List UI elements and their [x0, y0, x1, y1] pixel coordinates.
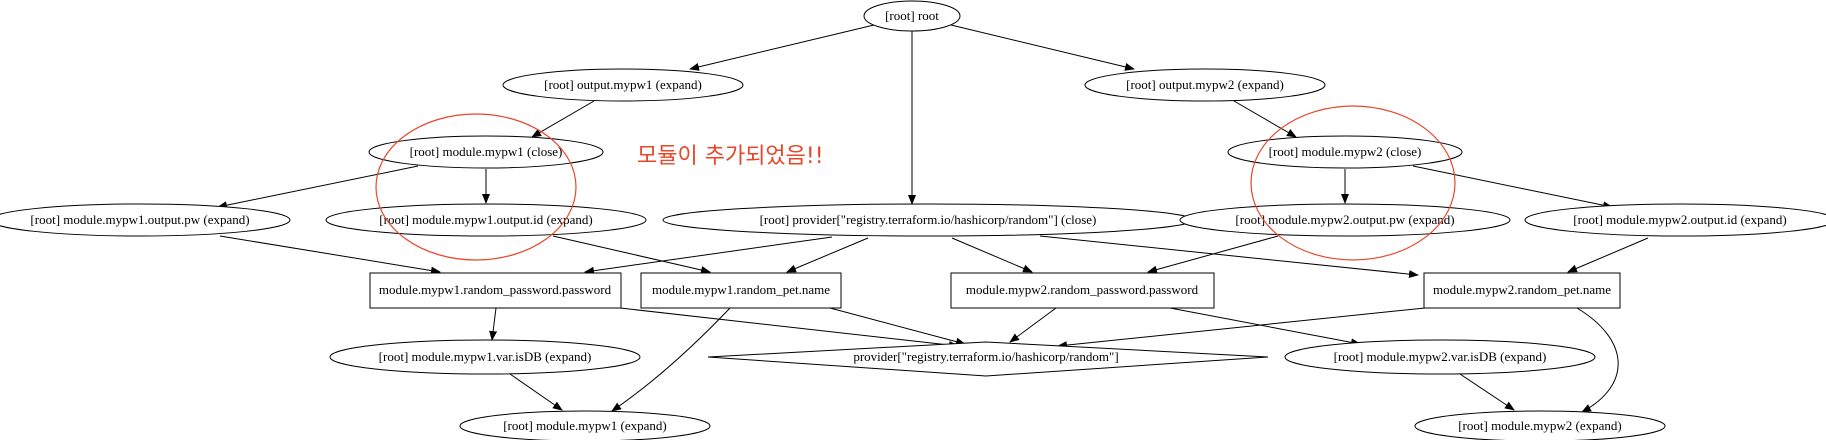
node-label: module.mypw2.random_password.password: [966, 282, 1199, 297]
node-mypw2-pet[interactable]: module.mypw2.random_pet.name: [1423, 272, 1621, 309]
node-mypw1-password[interactable]: module.mypw1.random_password.password: [369, 272, 622, 309]
node-module-mypw1-close[interactable]: [root] module.mypw1 (close): [368, 135, 604, 169]
edge-provider-close-mypw2-pet: [1039, 235, 1419, 279]
node-provider[interactable]: provider["registry.terraform.io/hashicor…: [707, 341, 1269, 377]
edge-mypw1-output-id-pet: [552, 235, 711, 274]
node-label: [root] module.mypw1.var.isDB (expand): [379, 349, 592, 364]
node-module-mypw1-expand[interactable]: [root] module.mypw1 (expand): [459, 410, 711, 440]
node-provider-close[interactable]: [root] provider["registry.terraform.io/h…: [662, 203, 1194, 237]
edge-mypw2-password-isdb: [1169, 307, 1361, 347]
edge-provider-close-mypw1-pet: [786, 237, 869, 273]
edge-mypw1-password-isdb: [489, 307, 498, 341]
edge-mypw2-pet-provider: [1057, 307, 1426, 350]
edge-provider-close-mypw2-password: [951, 237, 1033, 273]
edges: [217, 24, 1649, 413]
node-label: [root] module.mypw1 (expand): [503, 418, 667, 433]
edge-mypw2-pet-module-mypw2: [1576, 307, 1619, 413]
node-label: [root] module.mypw1.output.id (expand): [379, 212, 592, 227]
node-mypw2-output-pw[interactable]: [root] module.mypw2.output.pw (expand): [1179, 203, 1511, 237]
node-label: [root] root: [885, 8, 939, 23]
node-output-mypw1[interactable]: [root] output.mypw1 (expand): [502, 68, 744, 102]
edge-mypw2-isdb-module-mypw2: [1459, 373, 1515, 411]
highlight-annotations: 모듈이 추가되었음!!: [375, 105, 1456, 261]
edge-root-output-mypw1: [689, 24, 875, 71]
node-label: module.mypw1.random_password.password: [379, 282, 612, 297]
annotation-text: 모듈이 추가되었음!!: [637, 144, 824, 169]
edge-output-mypw2-module-mypw2: [1233, 100, 1297, 138]
node-label: [root] module.mypw1 (close): [410, 144, 563, 159]
edge-mypw1-isdb-module-mypw1: [509, 373, 563, 411]
node-mypw1-isdb[interactable]: [root] module.mypw1.var.isDB (expand): [329, 339, 641, 375]
node-label: [root] module.mypw2.var.isDB (expand): [1334, 349, 1547, 364]
highlight-circle-mypw2: [1250, 105, 1456, 261]
node-label: [root] module.mypw2.output.id (expand): [1573, 212, 1786, 227]
node-output-mypw2[interactable]: [root] output.mypw2 (expand): [1084, 68, 1326, 102]
edge-mypw1-pet-module-mypw1: [611, 307, 731, 412]
edge-mypw2-output-id-pet: [1567, 237, 1649, 273]
node-label: [root] module.mypw2.output.pw (expand): [1235, 212, 1454, 227]
edge-mypw1-output-pw-password: [219, 235, 441, 275]
node-label: module.mypw2.random_pet.name: [1433, 282, 1611, 297]
edge-mypw2-output-pw-password: [1147, 235, 1279, 274]
edge-output-mypw1-module-mypw1: [531, 100, 595, 138]
edge-module-mypw1-output-pw: [217, 165, 419, 210]
node-mypw2-isdb[interactable]: [root] module.mypw2.var.isDB (expand): [1284, 339, 1596, 375]
node-module-mypw2-expand[interactable]: [root] module.mypw2 (expand): [1414, 410, 1666, 440]
node-label: [root] output.mypw1 (expand): [544, 77, 702, 92]
node-label: [root] module.mypw2 (expand): [1458, 418, 1622, 433]
edge-mypw1-password-provider: [619, 307, 959, 349]
node-mypw1-pet[interactable]: module.mypw1.random_pet.name: [640, 272, 842, 309]
node-label: module.mypw1.random_pet.name: [652, 282, 830, 297]
edge-mypw1-pet-provider: [829, 307, 966, 346]
node-label: provider["registry.terraform.io/hashicor…: [853, 349, 1118, 364]
node-mypw1-output-pw[interactable]: [root] module.mypw1.output.pw (expand): [0, 203, 291, 237]
node-label: [root] output.mypw2 (expand): [1126, 77, 1284, 92]
node-root[interactable]: [root] root: [863, 0, 961, 32]
highlight-circle-mypw1: [375, 113, 577, 261]
edge-module-mypw2-output-id: [1412, 165, 1613, 210]
node-mypw1-output-id[interactable]: [root] module.mypw1.output.id (expand): [325, 203, 647, 237]
node-mypw2-password[interactable]: module.mypw2.random_password.password: [950, 272, 1215, 309]
edge-mypw2-password-provider: [1009, 307, 1057, 343]
edge-root-output-mypw2: [950, 24, 1135, 71]
node-label: [root] module.mypw2 (close): [1269, 144, 1422, 159]
node-label: [root] provider["registry.terraform.io/h…: [760, 212, 1097, 227]
node-module-mypw2-close[interactable]: [root] module.mypw2 (close): [1227, 135, 1463, 169]
edge-provider-close-mypw1-password: [584, 236, 833, 275]
node-mypw2-output-id[interactable]: [root] module.mypw2.output.id (expand): [1524, 203, 1826, 237]
node-label: [root] module.mypw1.output.pw (expand): [30, 212, 249, 227]
